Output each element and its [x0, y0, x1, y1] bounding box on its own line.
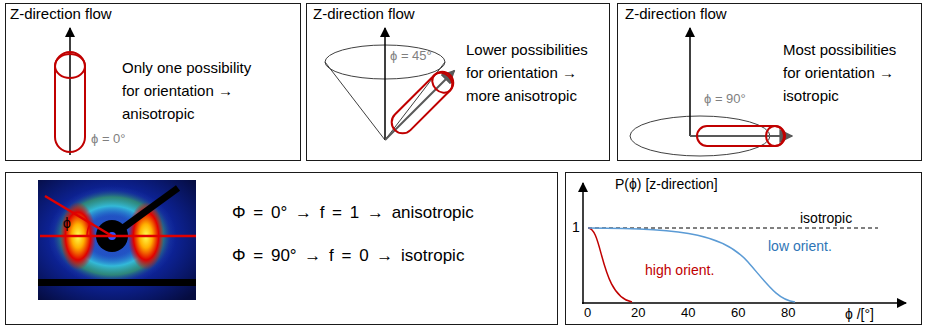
detector-ground [38, 180, 196, 300]
low-orientation-curve [588, 228, 795, 302]
panel: Z-direction flow ϕ = 90° Most possibilitie… [617, 3, 922, 161]
panel: Z-direction flow ϕ = 45° Lower possibiliti… [306, 3, 610, 161]
reference-line [40, 235, 196, 238]
angle-label: ϕ = 90° [704, 92, 746, 107]
panel: P(ϕ) [z-direction] 1 isotropic low orient. h… [565, 172, 922, 325]
tick-label: 20 [631, 306, 645, 321]
rod-axis-arrow [690, 135, 792, 137]
rod-figure [55, 28, 85, 155]
rod-group [377, 63, 462, 148]
angle-line [45, 196, 112, 236]
series-label: low orient. [768, 238, 832, 254]
panel: ϕ Φ = 0° → f = 1 → anisotropic Φ = 90° → f… [5, 172, 558, 325]
rod-capsule [387, 67, 458, 138]
panel-title: Z-direction flow [313, 5, 415, 22]
disc-figure [630, 28, 792, 156]
description: Only one possibility for orientation → a… [122, 56, 262, 125]
series-label: high orient. [645, 262, 714, 278]
flow-arrow [69, 28, 71, 155]
description: Lower possibilities for orientation → mo… [466, 38, 606, 107]
panel-title: Z-direction flow [10, 5, 112, 22]
panel-title: Z-direction flow [625, 5, 727, 22]
relation-text: Φ = 0° → f = 1 → anisotropic [232, 203, 474, 223]
x-axis [582, 302, 906, 304]
rod-capsule [55, 52, 85, 152]
description: Most possibilities for orientation → iso… [783, 38, 913, 107]
axis-title: P(ϕ) [z-direction] [615, 176, 718, 192]
detector-gap [38, 279, 196, 286]
panel: Z-direction flow ϕ = 0° Only one possibili… [5, 3, 301, 161]
tick-label: 40 [681, 306, 695, 321]
tick-label: 0 [584, 306, 591, 321]
flow-arrow [384, 28, 386, 140]
y-axis [582, 183, 584, 304]
series-label: isotropic [800, 210, 852, 226]
angle-arc [87, 223, 91, 236]
tick-label: 80 [781, 306, 795, 321]
high-orientation-curve [588, 228, 632, 302]
tick-label: 1 [572, 219, 580, 235]
flow-arrow [689, 28, 691, 136]
rod-end [55, 54, 85, 78]
angle-label: ϕ = 0° [91, 132, 126, 147]
relation-text: Φ = 90° → f = 0 → isotropic [232, 246, 464, 266]
rod-end [766, 126, 784, 146]
saxs-image [38, 180, 196, 300]
axis-label: ϕ /[°] [845, 306, 874, 322]
cone-figure [325, 28, 462, 148]
angle-label: ϕ = 45° [390, 49, 432, 64]
rod-capsule [697, 126, 785, 146]
tick-label: 60 [731, 306, 745, 321]
angle-symbol: ϕ [63, 215, 71, 231]
rod-end [428, 69, 456, 97]
cone-line [325, 62, 385, 140]
distribution-chart [582, 183, 906, 304]
